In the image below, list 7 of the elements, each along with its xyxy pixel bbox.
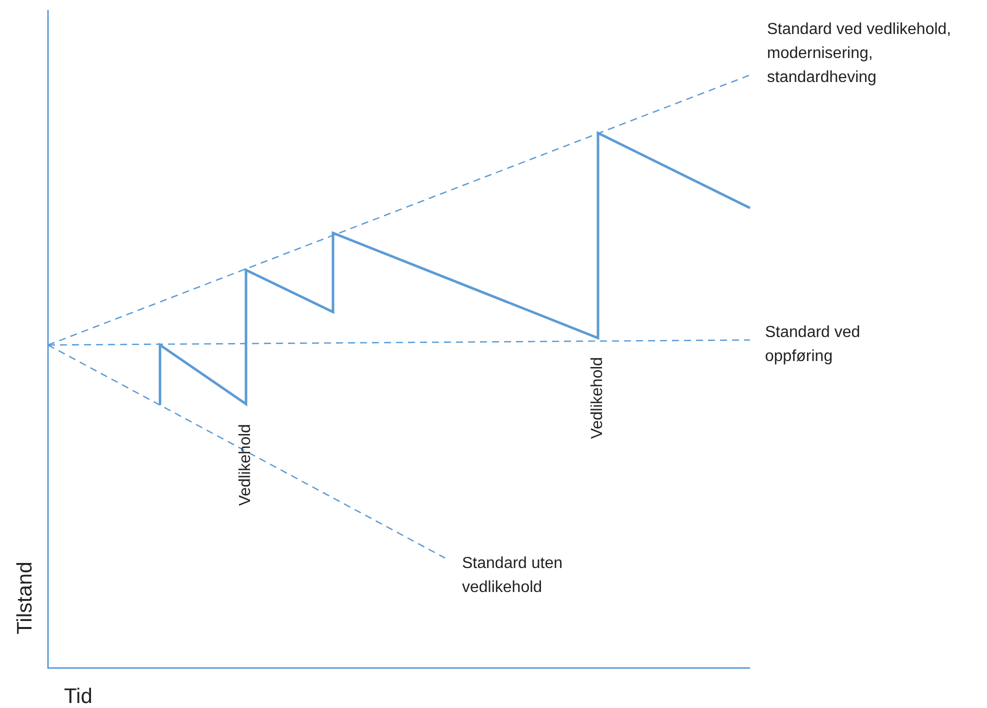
maintenance-label: Vedlikehold <box>588 357 607 439</box>
line-label: Standard uten vedlikehold <box>462 554 564 598</box>
axis-title: Tid <box>64 684 94 708</box>
line-label: Standard ved oppføring <box>765 323 862 367</box>
line-label: Standard ved vedlikehold, modernisering, standardheving <box>767 20 952 88</box>
maintenance-label: Vedlikehold <box>236 424 255 506</box>
axis-title: Tilstand <box>12 562 38 634</box>
